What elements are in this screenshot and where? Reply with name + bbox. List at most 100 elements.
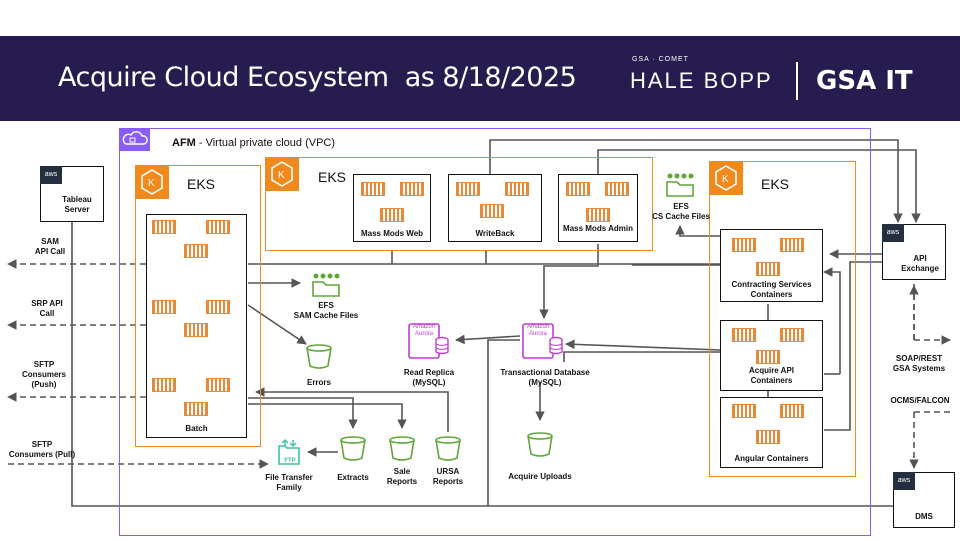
aws-text: aws	[897, 477, 911, 484]
ocms-falcon-label: OCMS/FALCON	[890, 396, 950, 405]
errors-label: Errors	[306, 378, 331, 387]
eks-label-right: EKS	[761, 176, 790, 192]
container-icon	[152, 378, 176, 392]
title-banner: Acquire Cloud Ecosystem as 8/18/2025 GSA…	[0, 36, 960, 121]
svg-text:K: K	[278, 170, 285, 181]
hale-bopp-logo: GSA · COMET HALE BOPP	[630, 56, 792, 106]
container-icon	[380, 208, 404, 222]
s3-bucket-icon	[387, 436, 417, 467]
container-icon	[780, 404, 804, 418]
container-icon	[732, 404, 756, 418]
svg-text:K: K	[722, 174, 729, 185]
logo-tagline: GSA · COMET	[632, 56, 689, 63]
container-icon	[400, 182, 424, 196]
eks-icon: K	[709, 161, 743, 195]
container-icon	[184, 402, 208, 416]
eks-cluster-right	[709, 161, 856, 477]
eks-icon: K	[135, 165, 169, 199]
aurora-text: Aurora	[528, 331, 547, 337]
vpc-name: AFM	[172, 137, 196, 149]
aws-text: aws	[886, 229, 900, 236]
vpc-boundary	[119, 128, 871, 536]
eks-label-middle: EKS	[318, 169, 347, 185]
container-icon	[206, 220, 230, 234]
container-icon	[586, 208, 610, 222]
vpc-label: AFM - Virtual private cloud (VPC)	[172, 137, 335, 150]
s3-bucket-icon	[338, 436, 368, 467]
eks-label-left: EKS	[187, 176, 216, 192]
page-title: Acquire Cloud Ecosystem as 8/18/2025	[58, 62, 577, 93]
vpc-icon	[120, 129, 150, 151]
container-icon	[206, 378, 230, 392]
container-icon	[184, 323, 208, 337]
ftp-icon	[273, 436, 305, 473]
mass-mods-web-label: Mass Mods Web	[360, 229, 424, 238]
aurora-text: Amazon	[412, 324, 435, 330]
aurora-transactional-icon	[522, 322, 568, 367]
container-icon	[756, 262, 780, 276]
writeback-label: WriteBack	[475, 229, 515, 238]
container-icon	[605, 182, 629, 196]
eks-icon: K	[265, 157, 299, 191]
s3-bucket-icon	[525, 432, 555, 463]
container-icon	[152, 300, 176, 314]
container-icon	[480, 204, 504, 218]
container-icon	[732, 238, 756, 252]
dms-label: DMS	[915, 512, 933, 521]
gsa-it-wordmark: GSA IT	[816, 66, 913, 96]
vpc-desc: - Virtual private cloud (VPC)	[195, 137, 336, 149]
container-icon	[184, 244, 208, 258]
container-icon	[732, 328, 756, 342]
extracts-label: Extracts	[337, 473, 369, 482]
angular-containers-label: Angular Containers	[734, 454, 809, 463]
aws-badge: aws	[893, 472, 915, 490]
container-icon	[456, 182, 480, 196]
gsa-it-logo: GSA IT	[816, 66, 913, 96]
container-icon	[780, 238, 804, 252]
efs-folder-icon	[310, 272, 342, 303]
s3-bucket-icon	[304, 344, 334, 375]
tableau-server-box	[40, 166, 104, 222]
container-icon	[756, 430, 780, 444]
logo-divider	[796, 62, 798, 100]
container-icon	[361, 182, 385, 196]
container-icon	[505, 182, 529, 196]
svg-text:K: K	[148, 178, 155, 189]
aurora-text: Amazon	[526, 324, 549, 330]
read-replica-label: Read Replica(MySQL)	[403, 368, 455, 387]
eks-cluster-left	[135, 165, 261, 447]
efs-folder-icon	[664, 172, 696, 203]
container-icon	[152, 220, 176, 234]
container-icon	[566, 182, 590, 196]
mass-mods-admin-label: Mass Mods Admin	[563, 224, 633, 233]
s3-bucket-icon	[433, 436, 463, 467]
container-icon	[756, 350, 780, 364]
ftp-glyph-label: FTP	[284, 458, 296, 464]
aws-badge: aws	[40, 166, 62, 184]
aws-badge: aws	[882, 224, 904, 242]
container-icon	[780, 328, 804, 342]
aurora-read-replica-icon	[408, 322, 454, 367]
logo-wordmark: HALE BOPP	[630, 68, 773, 93]
eks-cluster-middle	[265, 157, 653, 251]
aurora-text: Aurora	[414, 331, 433, 337]
aws-text: aws	[44, 171, 58, 178]
batch-label: Batch	[185, 424, 208, 433]
transactional-db-label: Transactional Database(MySQL)	[500, 368, 590, 387]
container-icon	[206, 300, 230, 314]
